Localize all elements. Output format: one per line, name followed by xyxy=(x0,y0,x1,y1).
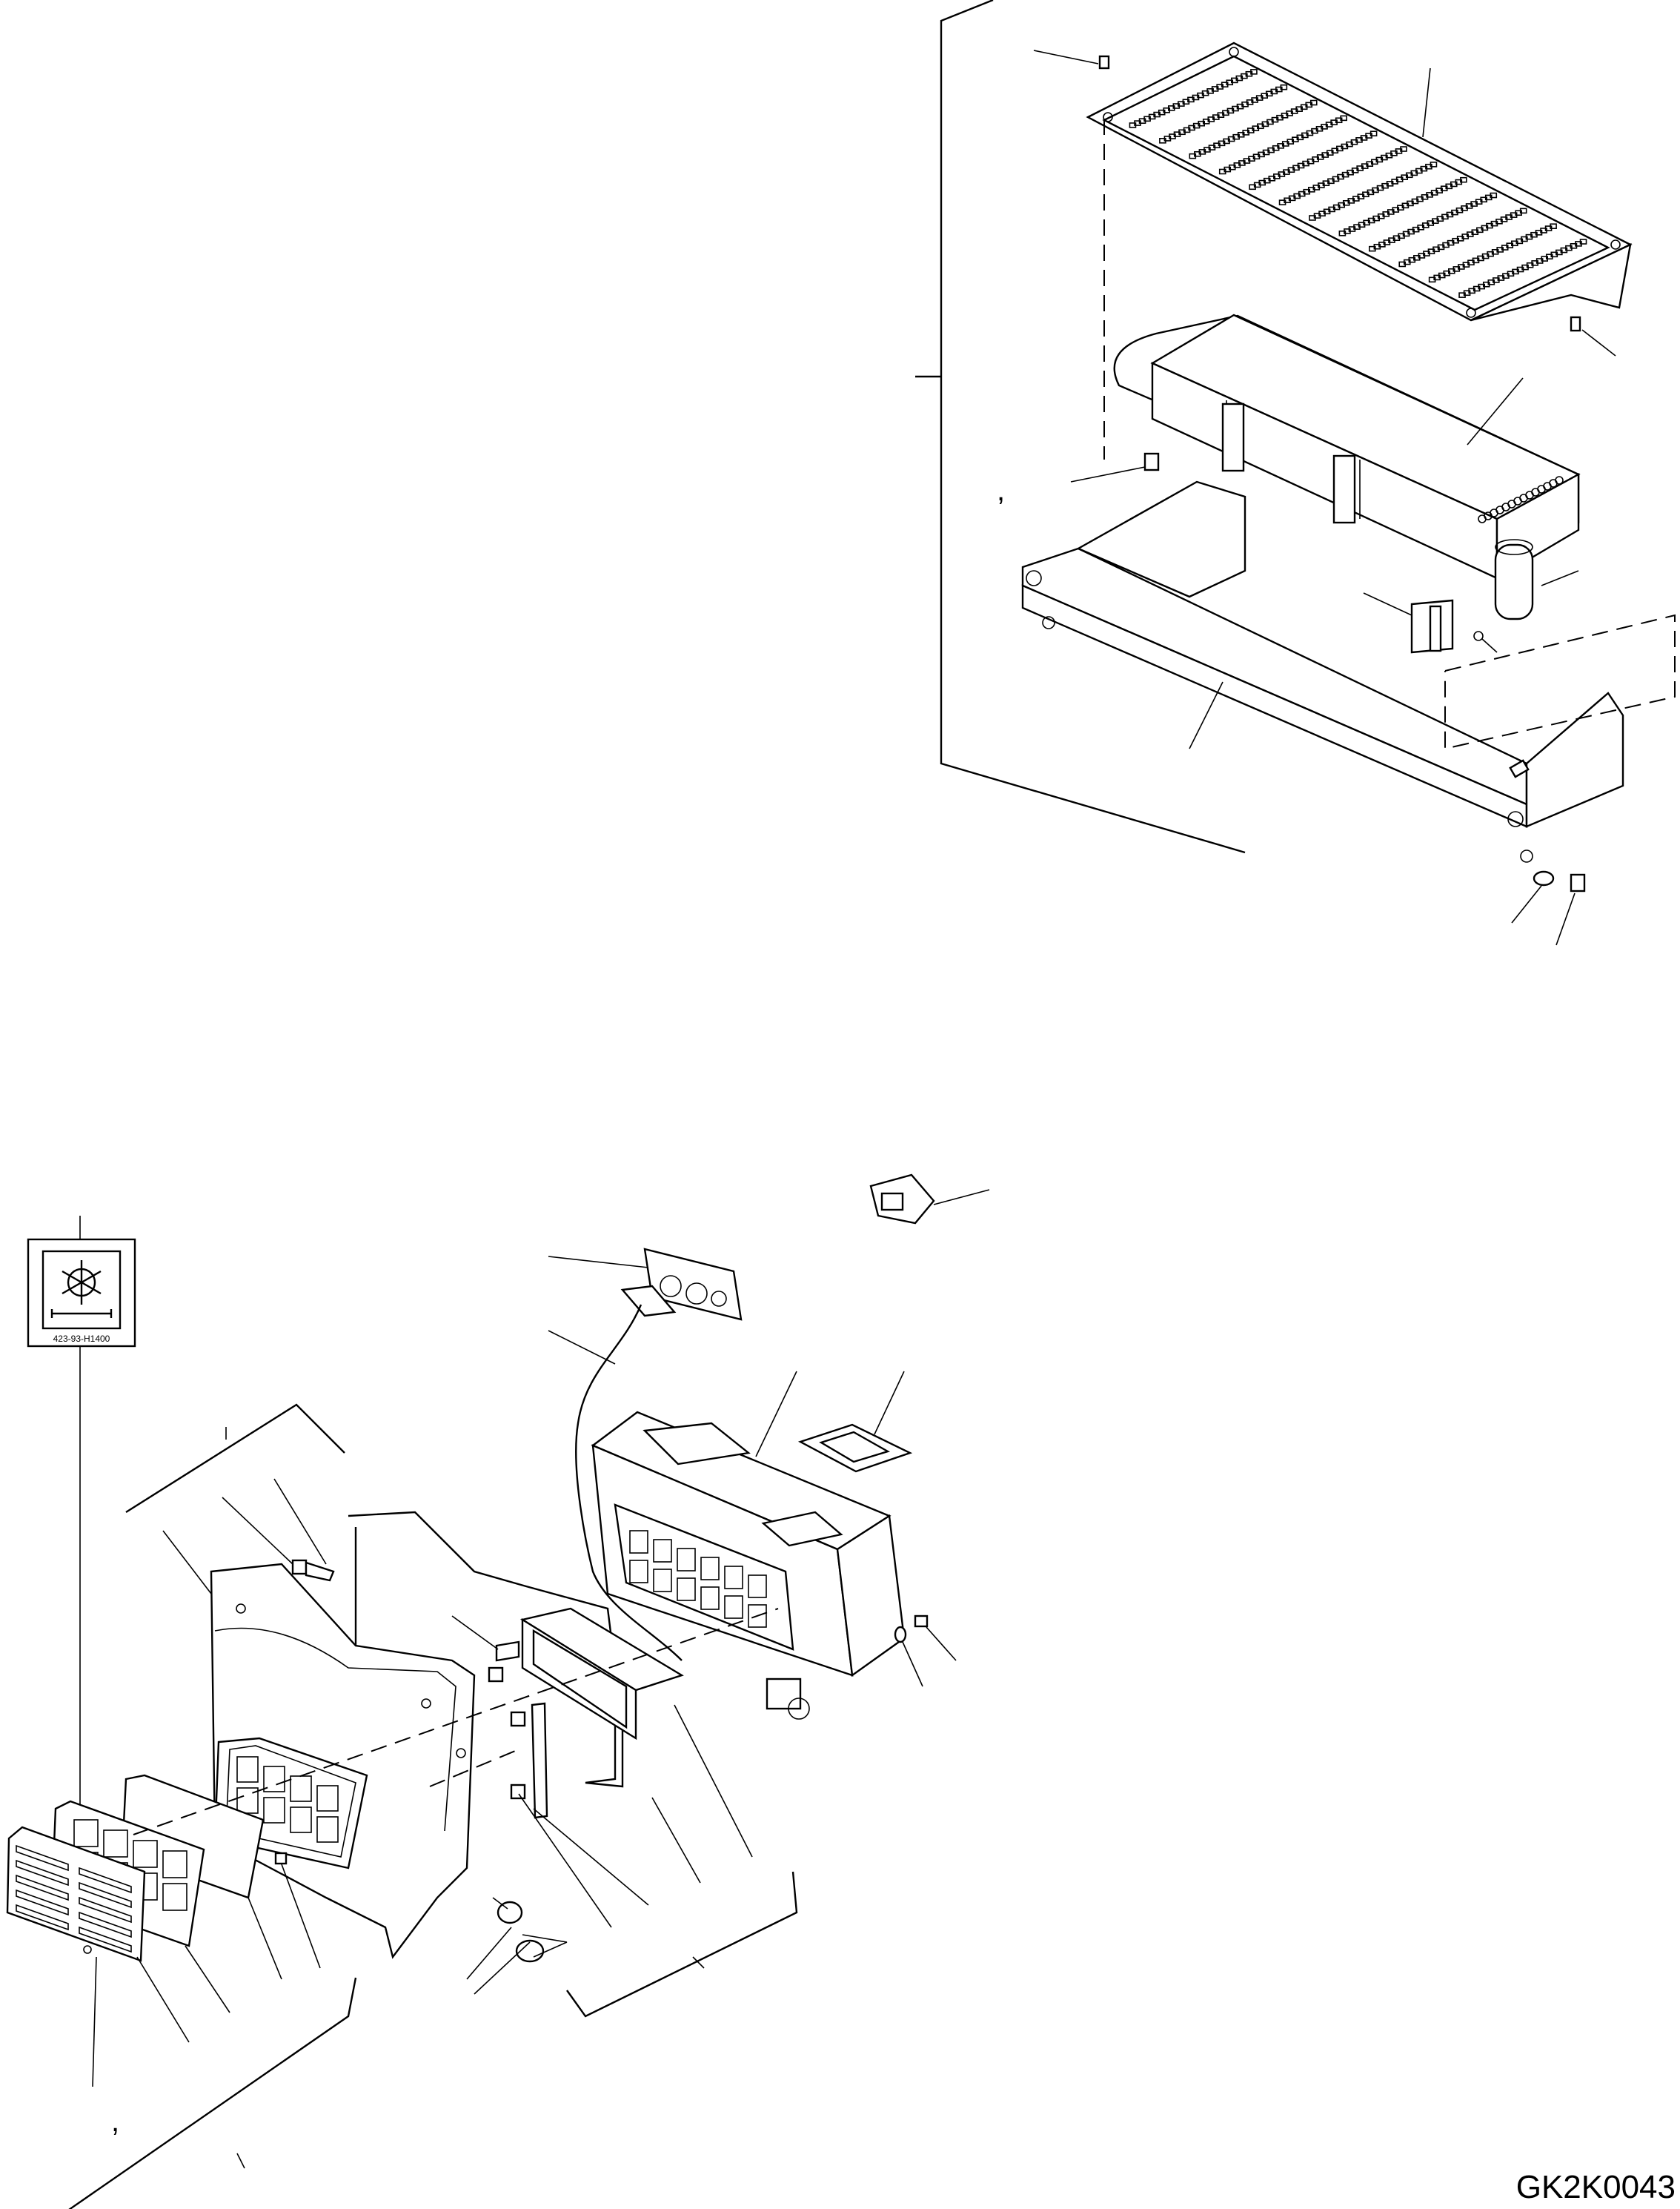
upper-assembly-bracket xyxy=(915,0,1246,854)
wire-harness xyxy=(548,1304,683,1661)
drier-bracket xyxy=(1363,592,1498,654)
tube-end xyxy=(1555,476,1564,485)
louver-cell xyxy=(73,1819,99,1847)
air-filter xyxy=(797,1371,913,1473)
washer-and-bolt xyxy=(1511,870,1586,946)
heater-unit xyxy=(591,1371,906,1720)
louver-cell xyxy=(162,1850,187,1878)
grille-hole xyxy=(1579,239,1587,245)
drawing-number: GK2K0043 xyxy=(1515,2169,1676,2205)
vent-cell xyxy=(700,1586,720,1610)
grille-hole xyxy=(1340,115,1347,122)
grille-hole xyxy=(1460,176,1467,183)
louver-cell xyxy=(162,1883,187,1911)
bolt-right xyxy=(1570,316,1616,357)
grid-cell xyxy=(316,1785,339,1812)
louver-slat xyxy=(16,1844,69,1872)
unit-bolt-washer xyxy=(894,1614,957,1687)
grid-cell xyxy=(316,1816,339,1843)
spacer: , xyxy=(997,452,1160,507)
vent-cell xyxy=(724,1595,743,1619)
condenser-core xyxy=(1113,314,1581,580)
control-switch-panel xyxy=(548,1248,743,1321)
vent-cell xyxy=(629,1530,648,1554)
vent-cell xyxy=(677,1577,696,1601)
bolt-top-left xyxy=(1033,50,1110,70)
grille-hole xyxy=(1400,146,1407,152)
grid-cell xyxy=(236,1756,259,1783)
vent-cell xyxy=(629,1560,648,1583)
grille-hole xyxy=(1430,162,1438,168)
vent-cell xyxy=(724,1566,743,1589)
comma-mark-upper: , xyxy=(997,474,1005,507)
grille-hole xyxy=(1550,223,1557,229)
top-cover-grille xyxy=(1086,42,1633,322)
grille-hole xyxy=(1250,69,1258,75)
louver-slat xyxy=(16,1904,69,1931)
duct-gasket xyxy=(519,1607,753,1858)
vent-cell xyxy=(653,1539,672,1563)
vent-cell xyxy=(653,1569,672,1592)
front-housing-cover xyxy=(162,1530,476,1959)
grille-hole xyxy=(1519,208,1527,214)
louver-cell xyxy=(133,1840,158,1868)
grid-cell xyxy=(263,1797,285,1824)
grid-cell xyxy=(263,1766,285,1792)
clip-upper-left xyxy=(222,1478,335,1582)
bracket-lower-left: , xyxy=(68,1403,357,2209)
relay xyxy=(869,1173,990,1225)
ac-caution-label: 423-93-H1400 xyxy=(27,1216,136,1809)
vent-cell xyxy=(748,1574,767,1598)
louver-slat xyxy=(16,1859,69,1887)
louver-slat xyxy=(79,1911,132,1938)
front-louver-grille xyxy=(6,1826,190,2087)
louver-cell xyxy=(103,1829,128,1858)
comma-mark-lower: , xyxy=(111,2105,119,2138)
grille-hole xyxy=(1490,192,1498,199)
knob-and-washer xyxy=(466,1897,568,1995)
grille-hole xyxy=(1309,99,1318,106)
vent-cell xyxy=(677,1548,696,1572)
grille-hole xyxy=(1369,130,1378,136)
grid-cell xyxy=(290,1806,312,1833)
vent-cell xyxy=(700,1557,720,1580)
louver-slat xyxy=(79,1881,132,1909)
louver-slat xyxy=(16,1874,69,1901)
clip-right xyxy=(510,1702,649,1928)
louver-slat xyxy=(79,1896,132,1924)
louver-slat xyxy=(79,1926,132,1953)
receiver-drier xyxy=(1494,539,1579,620)
louver-slat xyxy=(79,1867,132,1894)
support-frame xyxy=(1021,480,1624,863)
snowflake-icon xyxy=(62,1260,102,1305)
clip-middle xyxy=(451,1615,520,1683)
vent-cell xyxy=(748,1604,767,1628)
louver-slat xyxy=(16,1889,69,1916)
grille-hole xyxy=(1280,84,1288,90)
bracket-lower-right xyxy=(566,1871,798,2018)
label-part-code: 423-93-H1400 xyxy=(53,1334,110,1344)
